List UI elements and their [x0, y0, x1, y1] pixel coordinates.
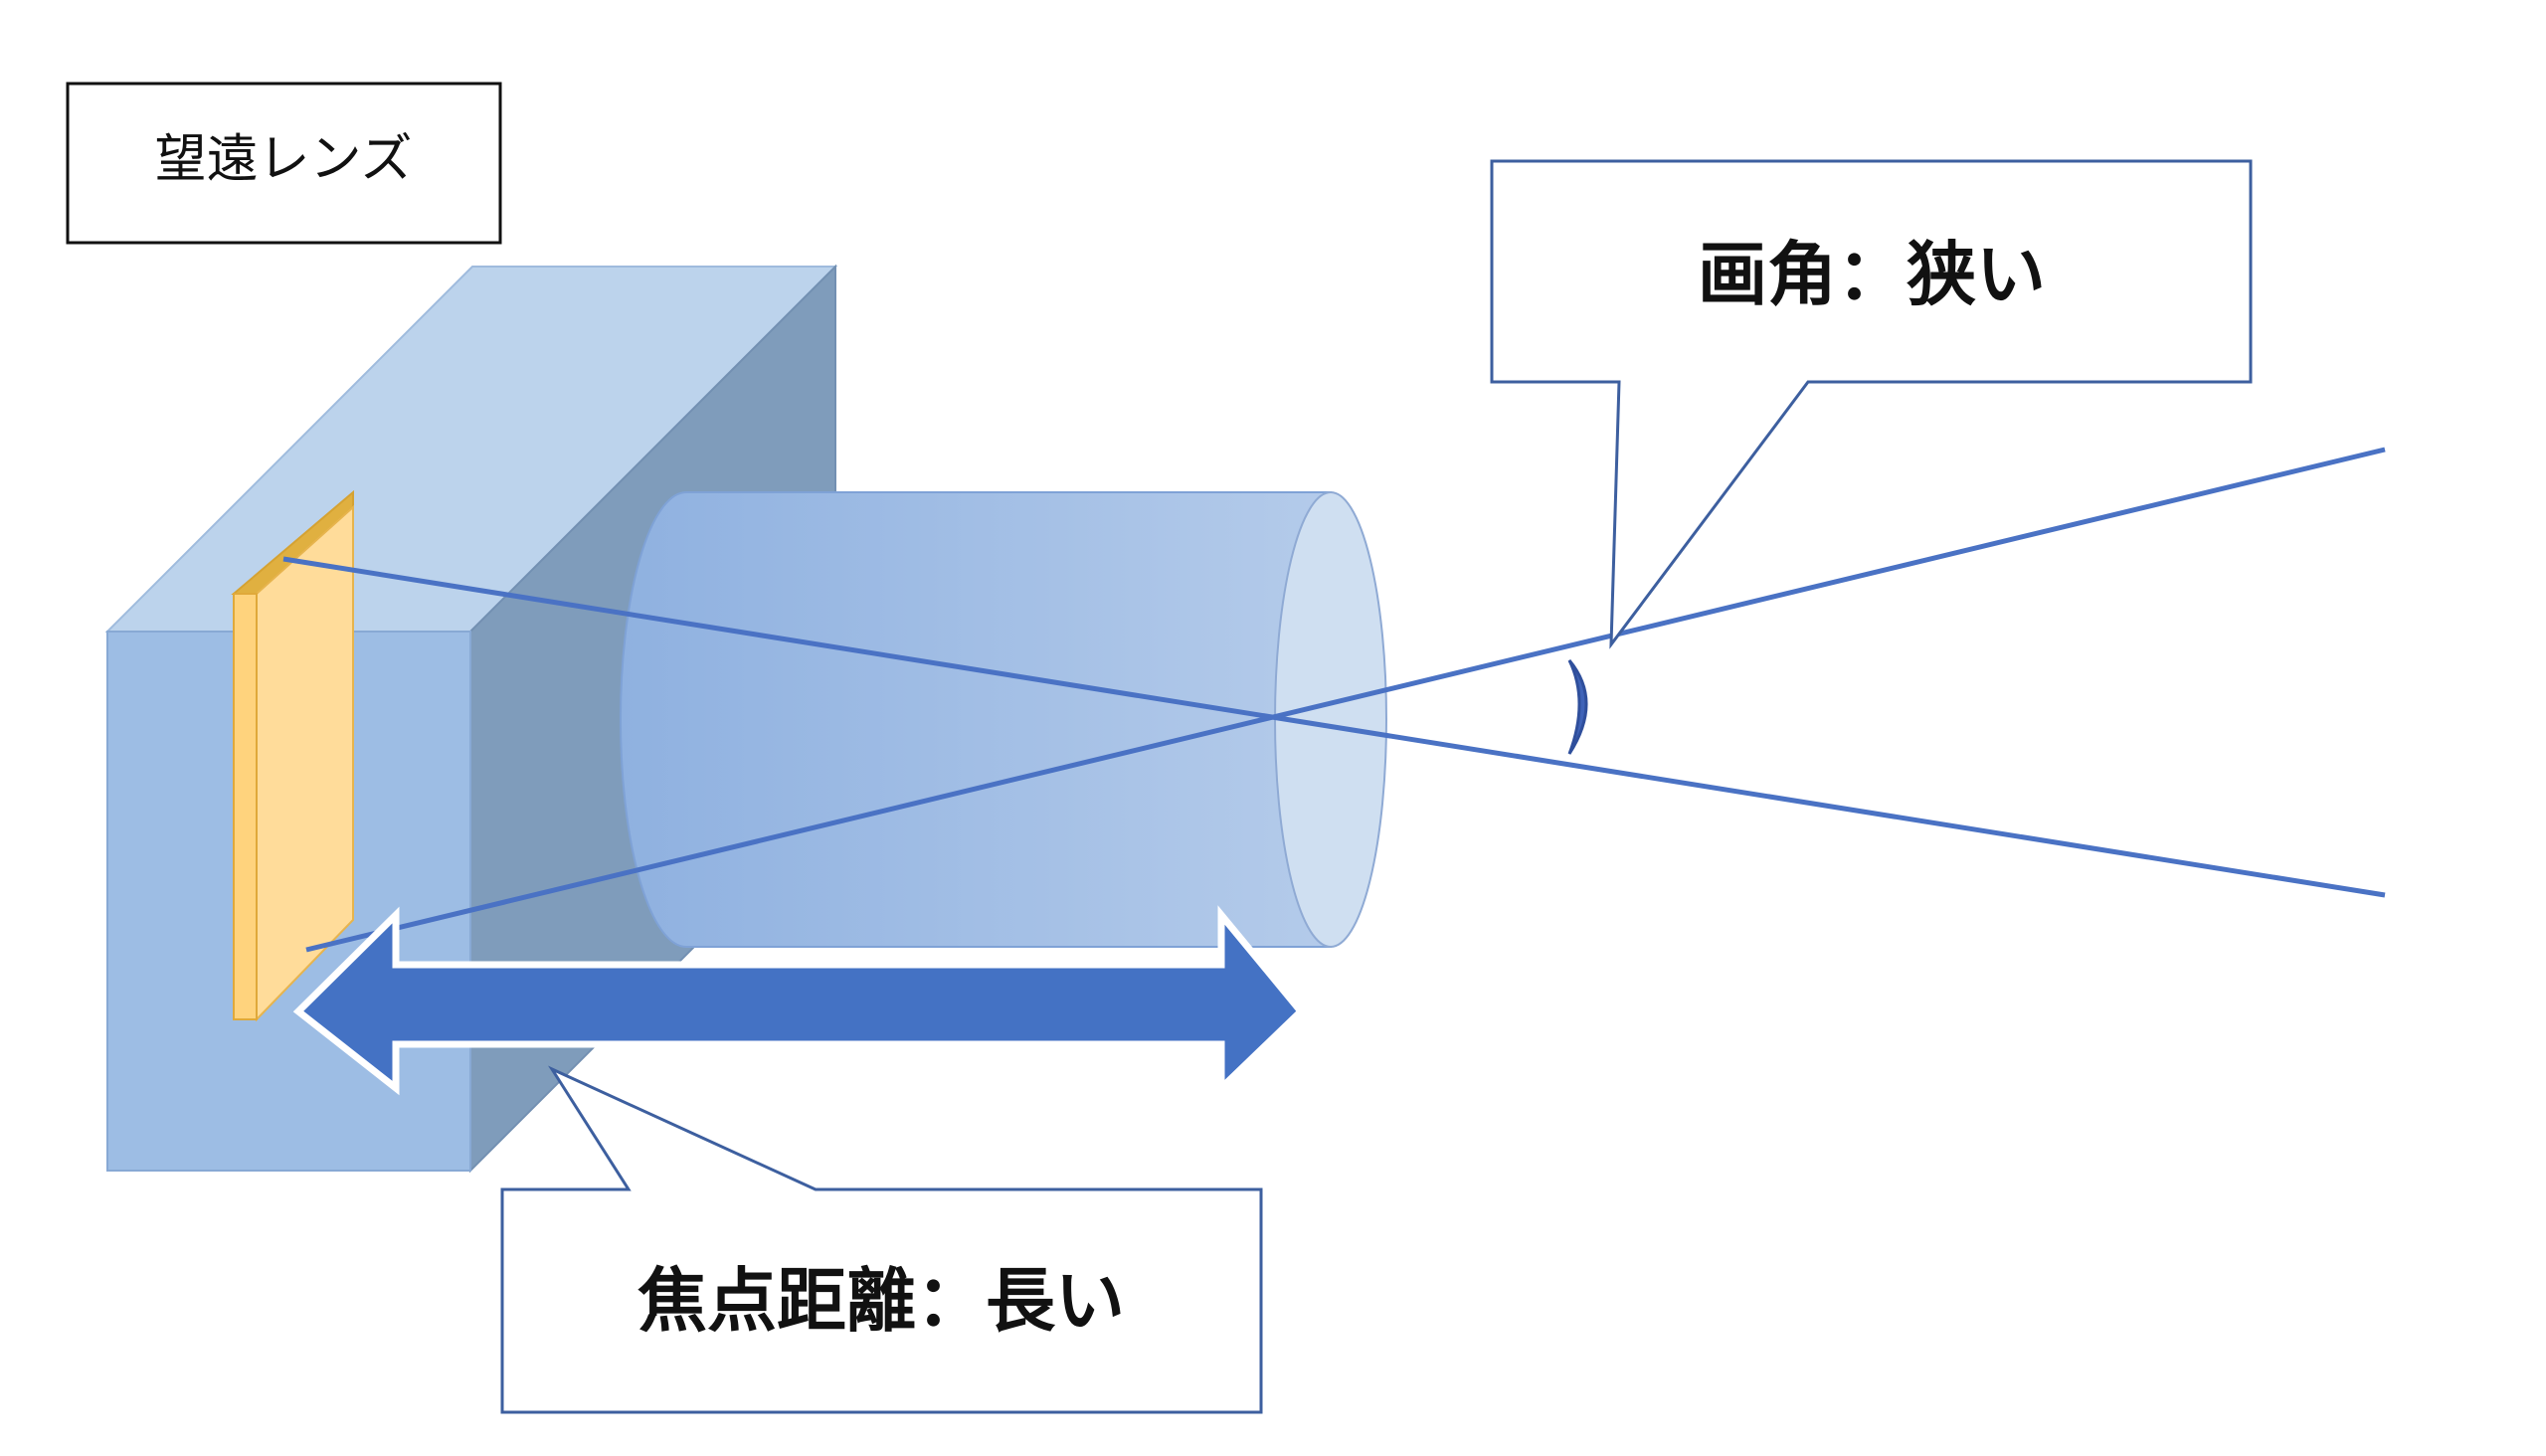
focal-length-arrow-icon	[292, 905, 1306, 1097]
angle-callout-frame	[1490, 159, 2253, 649]
ray-upper-to-lower	[282, 556, 2386, 898]
lens-barrel-body	[620, 491, 1332, 948]
title-box: 望遠レンズ	[66, 82, 502, 245]
ray-lower-to-upper	[305, 447, 2386, 953]
angle-arc-icon	[1567, 659, 1588, 755]
image-sensor-front	[233, 593, 258, 1020]
focal-callout-frame	[500, 1065, 1263, 1414]
light-rays	[282, 447, 2386, 953]
title-box-text: 望遠レンズ	[155, 130, 413, 190]
focal-callout-text: 焦点距離：長い	[637, 1259, 1125, 1342]
angle-callout-text: 画角：狭い	[1698, 233, 2046, 315]
image-sensor	[231, 489, 354, 1022]
angle-callout: 画角：狭い	[1490, 159, 2253, 649]
title-box-frame	[66, 82, 502, 245]
focal-callout: 焦点距離：長い	[500, 1065, 1263, 1414]
